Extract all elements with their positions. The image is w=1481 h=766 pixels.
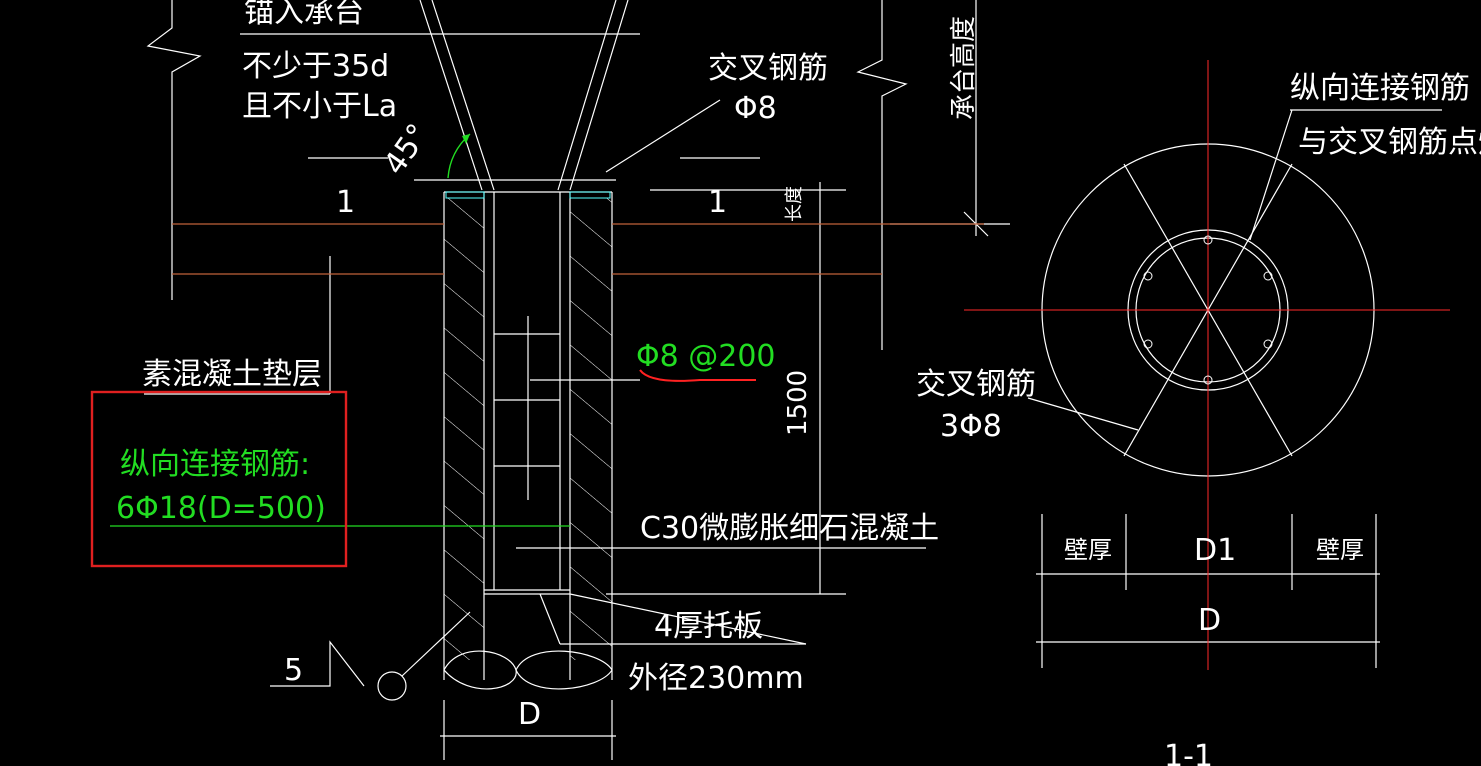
dim-d1: D1 [1194,533,1236,568]
rebar-dot [1143,339,1153,349]
stirrup-red-underline [639,369,756,382]
section-long-line2: 与交叉钢筋点焊 [1298,125,1481,160]
support-plate-leader-2 [539,593,561,645]
cone-line-right-inner [569,0,629,191]
rebar-dot [1143,271,1153,281]
rebar-dot [1203,375,1213,385]
rebar-dot [1203,235,1213,245]
section-mark-right: 1 [708,185,727,220]
plain-concrete-label: 素混凝土垫层 [142,357,322,392]
section-cross-line1: 交叉钢筋 [916,367,1036,402]
dim-1500: 1500 [783,370,813,436]
break-line-right [856,0,908,350]
cap-plate-right [569,191,611,199]
section-title: 1-1 [1164,739,1213,766]
support-plate-label: 4厚托板 [654,609,763,644]
pile-break-curve [515,650,613,690]
section-bars [1143,235,1273,385]
dim-d-elevation: D [518,697,541,732]
anchor-line3: 且不小于La [242,89,397,124]
extend-label: 长度 [784,186,805,222]
wall-hatch-left [444,198,484,660]
rebar-dot [1263,339,1273,349]
cross-rebar-title: 交叉钢筋 [708,51,828,86]
weld-number: 5 [284,653,303,688]
wall-thickness-right: 壁厚 [1316,536,1364,564]
section-cross-line2: 3Φ8 [940,409,1002,444]
cone-line-right-outer [557,0,617,191]
green-text-layer: Φ8 @200 纵向连接钢筋: 6Φ18(D=500) [116,339,776,526]
break-line-left [146,0,202,300]
section-long-line1: 纵向连接钢筋 [1290,71,1470,106]
concrete-fill-label: C30微膨胀细石混凝土 [640,511,939,546]
cone-line-left-outer [431,0,495,191]
wall-thickness-left: 壁厚 [1064,536,1112,564]
weld-circle [377,671,407,701]
longitudinal-title: 纵向连接钢筋: [120,447,310,482]
highlight-box [90,390,348,568]
anchor-line1: 锚入承台 [244,0,364,30]
wall-hatch-right [570,198,612,660]
cross-rebar-leader-section [1027,397,1139,431]
dim-d-section: D [1198,603,1221,638]
rebar-dot [1263,271,1273,281]
cross-rebar-spec: Φ8 [734,91,777,126]
weld-symbol [270,640,365,687]
outer-diameter-label: 外径230mm [628,661,804,696]
stirrup-spec: Φ8 @200 [636,339,776,374]
longitudinal-spec: 6Φ18(D=500) [116,491,326,526]
anchor-line2: 不少于35d [242,49,389,84]
angle-arrow [462,134,470,144]
cross-rebar-leader [605,99,721,173]
cap-plate-left [445,191,485,199]
longitudinal-leader-section [1249,109,1293,241]
cap-height-label: 承台高度 [949,16,979,120]
cone-line-left-inner [419,0,483,191]
text-layer: 锚入承台 不少于35d 且不小于La 45° 交叉钢筋 Φ8 1 1 承台高度 … [142,0,1481,766]
section-mark-left: 1 [336,185,355,220]
